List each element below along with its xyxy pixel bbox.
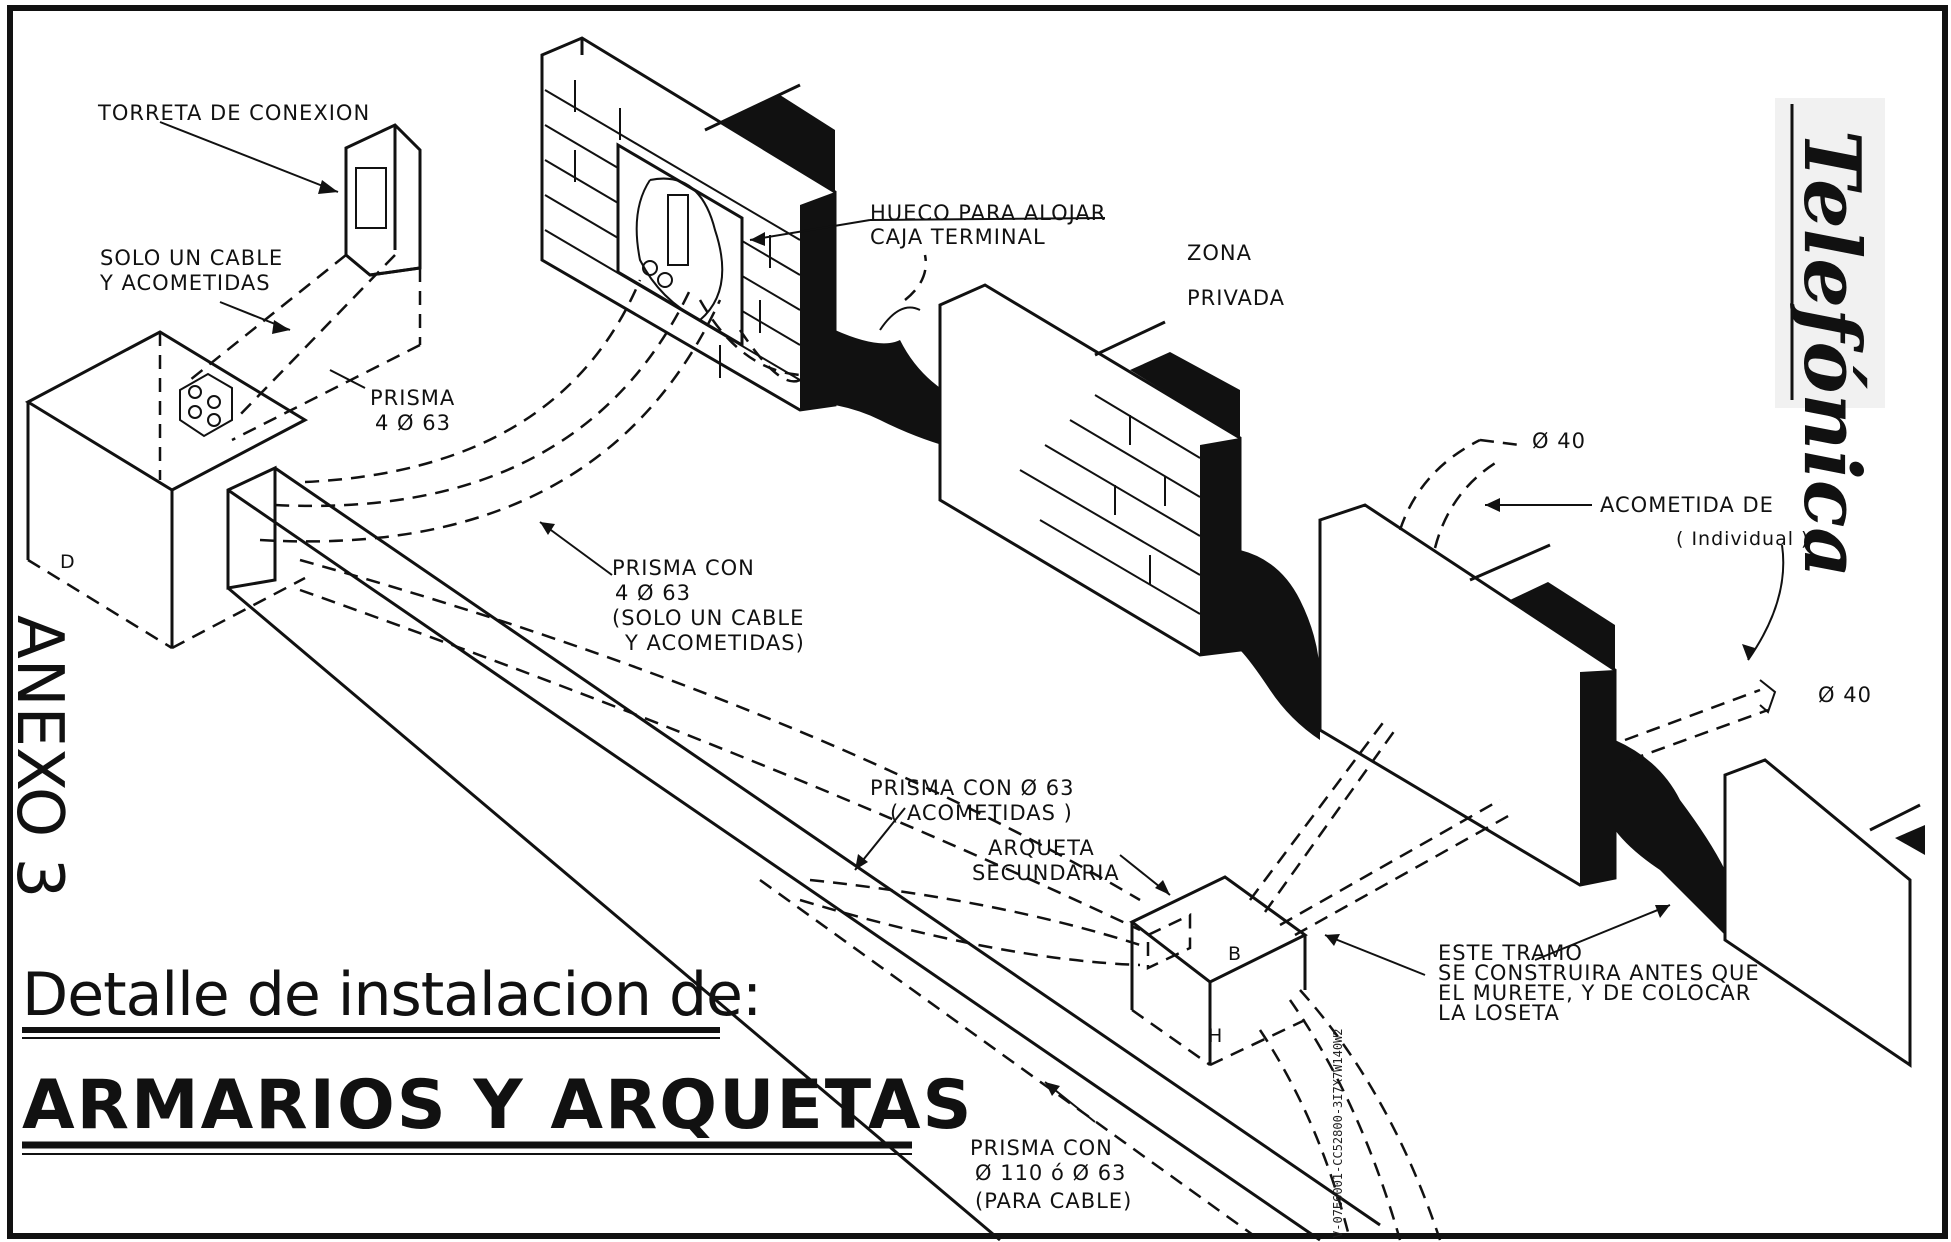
cabinet-d-label: D [60,551,76,573]
label-hueco-2: CAJA TERMINAL [870,225,1046,249]
cable-holes [179,372,233,438]
label-arqueta-2: SECUNDARIA [972,861,1120,885]
label-tramo-1: ESTE TRAMO [1438,941,1583,965]
arqueta-h-label: H [1208,1025,1223,1047]
annex-label: ANEXO 3 [2,615,76,898]
document-code: V-07E6001-CC52800-3I7X7W140W2 [1331,1028,1345,1238]
callout-labels: TORRETA DE CONEXION SOLO UN CABLE Y ACOM… [97,101,1872,1213]
label-cable-2: Ø 110 ó Ø 63 [975,1161,1126,1185]
label-prisma-1: PRISMA [370,386,455,410]
label-prisma-con-2: 4 Ø 63 [615,581,691,605]
label-zona: ZONA [1187,241,1252,265]
label-tramo-3: EL MURETE, Y DE COLOCAR [1438,981,1751,1005]
secondary-arqueta: B H [1129,875,1308,1067]
title-line-1: Detalle de instalacion de: [22,960,761,1030]
label-prisma-con-3: (SOLO UN CABLE [612,606,804,630]
cabinet-box: D [24,330,309,650]
label-prisma-con-1: PRISMA CON [612,556,755,580]
label-prisma-2: 4 Ø 63 [375,411,451,435]
floor-slab [226,465,1381,1242]
label-tramo-4: LA LOSETA [1438,1001,1560,1025]
sheet-border [7,5,1948,1239]
label-torreta: TORRETA DE CONEXION [97,101,370,125]
label-cable-1: PRISMA CON [970,1136,1113,1160]
connection-turret [189,123,422,442]
title-line-2: ARMARIOS Y ARQUETAS [22,1066,973,1145]
fourth-wall [1723,758,1925,1068]
label-acometida: ACOMETIDA DE [1600,493,1774,517]
label-solo-cable-2: Y ACOMETIDAS [99,271,271,295]
label-d40-right: Ø 40 [1818,683,1872,707]
brick-wall [540,36,837,412]
arrow-heads [272,180,1755,1096]
label-individual: ( Individual ) [1676,528,1809,550]
leader-lines [159,121,1785,1123]
label-arqueta-1: ARQUETA [988,836,1095,860]
label-cable-3: (PARA CABLE) [975,1189,1132,1213]
third-wall [1318,503,1617,887]
private-wall [938,283,1242,657]
label-prisma-acom-2: ( ACOMETIDAS ) [890,801,1073,825]
label-prisma-acom-1: PRISMA CON Ø 63 [870,776,1074,800]
label-tramo-2: SE CONSTRUIRA ANTES QUE [1438,961,1760,985]
label-d40-top: Ø 40 [1532,429,1586,453]
label-prisma-con-4: Y ACOMETIDAS) [624,631,805,655]
telefonica-logo: Telefónica [1775,98,1885,578]
label-hueco-1: HUECO PARA ALOJAR [870,201,1106,225]
label-privada: PRIVADA [1187,286,1285,310]
arqueta-b-label: B [1228,943,1242,965]
logo-text: Telefónica [1786,130,1877,578]
label-solo-cable-1: SOLO UN CABLE [100,246,283,270]
